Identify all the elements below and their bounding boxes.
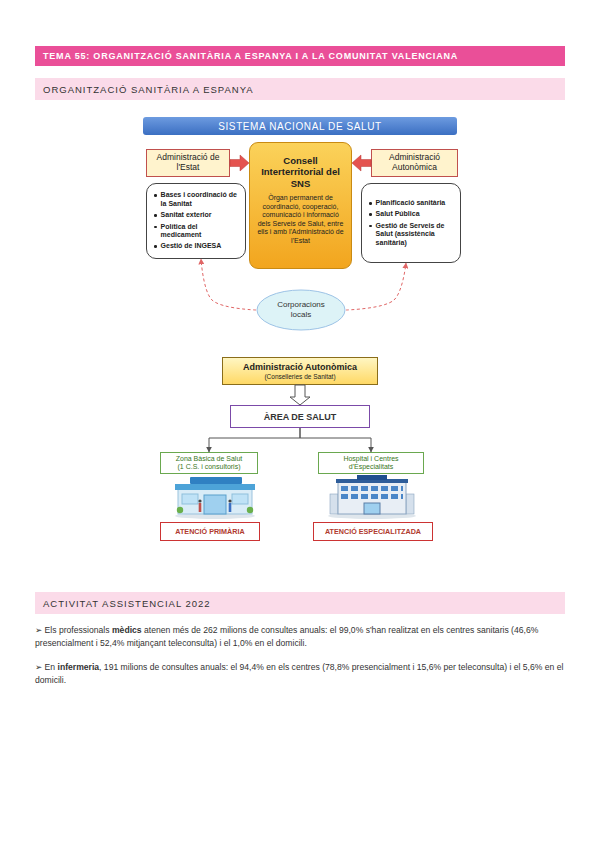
hospital-box: Hospital i Centres d'Especialitats (318, 452, 424, 474)
building-wing (406, 494, 414, 514)
text-paragraph: ➢ Eninfermeria, 191 milions de consultes… (35, 661, 567, 687)
box-label: ORGANITZACIÓ SANITÀRIA A ESPANYA (43, 84, 254, 95)
box-label: Administració de l'Estat (150, 153, 226, 173)
bullet-dot (369, 213, 372, 216)
bullet-dot (154, 245, 157, 248)
branch-arrow (209, 428, 300, 452)
hospital-illustration (328, 475, 416, 519)
title-band: TEMA 55: ORGANITZACIÓ SANITÀRIA A ESPANY… (35, 46, 565, 66)
care-level-box: ATENCIÓ PRIMÀRIA (160, 522, 260, 541)
bullet-dot (154, 194, 157, 197)
bullet-dot (369, 225, 372, 228)
competence-list: Planificació sanitàriaSalut PúblicaGesti… (361, 183, 461, 263)
building-wall (178, 488, 252, 514)
flow-arrow (230, 155, 249, 171)
list-text: Bases i coordinació de la Sanitat (161, 191, 240, 208)
box-label: Zona Bàsica de Salut (1 C.S. i consultor… (174, 455, 244, 471)
building-window (232, 494, 248, 504)
council-box: Consell Interterritorial del SNS Òrgan pe… (249, 142, 352, 269)
competence-list: Bases i coordinació de la SanitatSanitat… (146, 183, 246, 259)
box-body: Òrgan permanent de coordinació, cooperac… (255, 194, 346, 245)
paragraph-text: mèdics (112, 625, 142, 635)
section-band: ORGANITZACIÓ SANITÀRIA A ESPANYA (35, 78, 565, 100)
ellipse-shape (257, 290, 345, 330)
list-text: Gestió de Serveis de Salut (assistència … (376, 222, 455, 247)
box-label: ACTIVITAT ASSISTENCIAL 2022 (43, 598, 211, 609)
box-label: ATENCIÓ PRIMÀRIA (175, 527, 244, 536)
hollow-arrow (290, 385, 310, 405)
building-wing (330, 494, 338, 514)
box-label: SISTEMA NACIONAL DE SALUT (218, 121, 382, 132)
list-item: Política del medicament (154, 223, 240, 240)
list-text: Planificació sanitària (376, 199, 446, 207)
list-text: Sanitat exterior (161, 211, 212, 219)
plant (177, 507, 183, 513)
paragraph-text: , 191 milions de consultes anuals: el 94… (35, 662, 563, 685)
zone-box: Zona Bàsica de Salut (1 C.S. i consultor… (160, 452, 258, 474)
building-windows (341, 486, 403, 502)
building-door (204, 495, 226, 514)
box-label: ATENCIÓ ESPECIALITZADA (325, 527, 421, 536)
paragraph-text: atenen més de 262 milions de consultes a… (35, 625, 538, 648)
person-head (198, 499, 201, 502)
administration-box: Administració de l'Estat (146, 149, 230, 177)
box-label: Administració Autonòmica (243, 362, 357, 373)
person-body (199, 503, 202, 512)
list-item: Salut Pública (369, 210, 455, 218)
local-entity-ellipse: Corporacions locals (256, 289, 346, 331)
administration-box: Administració Autonòmica (371, 149, 458, 177)
section-band: ACTIVITAT ASSISTENCIAL 2022 (35, 592, 565, 614)
box-label: Consell Interterritorial del SNS (255, 155, 346, 189)
box-label: Hospital i Centres d'Especialitats (341, 455, 401, 471)
bullet-dot (154, 226, 157, 229)
paragraph-text: infermeria (58, 662, 100, 672)
text-paragraph: ➢ Els professionalsmèdicsatenen més de 2… (35, 624, 567, 650)
box-label: Administració Autonòmica (375, 153, 454, 173)
flow-arrow (352, 155, 371, 171)
paragraph-text: ➢ En (35, 662, 55, 672)
plant (247, 507, 253, 513)
box-label: Corporacions locals (272, 300, 330, 319)
area-box: ÀREA DE SALUT (230, 405, 370, 428)
building-sign (190, 477, 242, 484)
system-banner: SISTEMA NACIONAL DE SALUT (143, 117, 457, 135)
list-text: Gestió de INGESA (161, 242, 222, 250)
list-item: Bases i coordinació de la Sanitat (154, 191, 240, 208)
dashed-arrow (346, 263, 406, 310)
health-centre-illustration (175, 477, 255, 519)
building-sign (357, 475, 387, 480)
person-head (228, 499, 231, 502)
building-door (364, 503, 380, 514)
list-item: Gestió de Serveis de Salut (assistència … (369, 222, 455, 247)
list-text: Política del medicament (161, 223, 240, 240)
bullet-dot (154, 214, 157, 217)
person-body (229, 503, 232, 512)
dashed-arrow (201, 259, 256, 310)
authority-box: Administració Autonòmica(Conselleries de… (222, 357, 378, 385)
list-item: Gestió de INGESA (154, 242, 240, 250)
building-wall (338, 482, 406, 514)
page-title: TEMA 55: ORGANITZACIÓ SANITÀRIA A ESPANY… (43, 51, 458, 61)
care-level-box: ATENCIÓ ESPECIALITZADA (313, 522, 433, 541)
building-roof (175, 484, 255, 490)
branch-arrow (300, 428, 371, 452)
list-text: Salut Pública (376, 210, 420, 218)
box-label: ÀREA DE SALUT (264, 412, 337, 422)
box-body: (Conselleries de Sanitat) (264, 373, 335, 381)
bullet-dot (369, 202, 372, 205)
building-window (182, 494, 198, 504)
paragraph-text: ➢ Els professionals (35, 625, 110, 635)
list-item: Sanitat exterior (154, 211, 240, 219)
list-item: Planificació sanitària (369, 199, 455, 207)
